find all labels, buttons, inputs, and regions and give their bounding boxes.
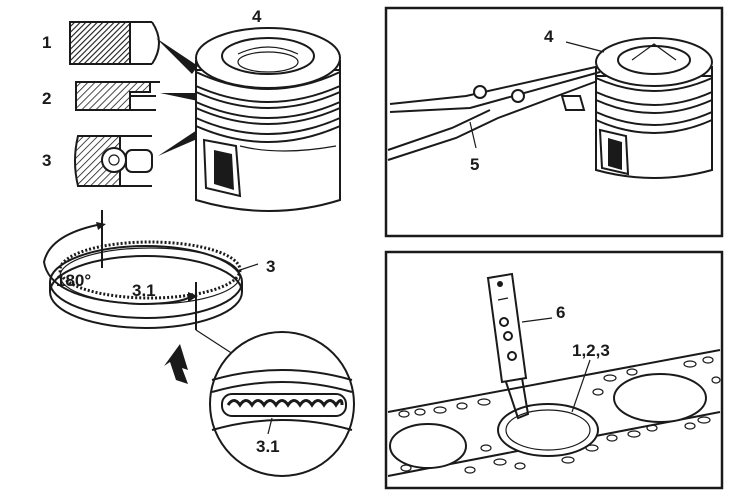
label-angle: 180° (56, 271, 91, 290)
cylinder-block-panel: 6 1,2,3 (384, 250, 724, 490)
label-ring-3-right: 3 (266, 257, 275, 276)
pointer-ring-3 (158, 128, 204, 156)
block-holes (398, 356, 721, 474)
ring-3-section (74, 135, 153, 187)
label-tool-6: 6 (556, 303, 565, 322)
label-ring-3: 3 (42, 151, 51, 170)
pointer-ring-2 (160, 93, 198, 101)
detail-circle (209, 331, 355, 477)
pliers-panel: 4 5 (384, 6, 724, 238)
gap-arrow-icon (164, 344, 188, 384)
label-piston-4: 4 (252, 7, 262, 26)
tool-6 (486, 272, 530, 420)
label-ring-2: 2 (42, 89, 51, 108)
ring-2-section (75, 81, 160, 111)
label-ring-end-3-1: 3.1 (132, 281, 156, 300)
piston (195, 27, 341, 212)
label-cylinders-1-2-3: 1,2,3 (572, 341, 610, 360)
ring-sections-panel: 4 1 2 3 (42, 7, 341, 212)
pointer-ring-1 (156, 38, 198, 74)
label-pliers-5: 5 (470, 155, 479, 174)
ring-gap-panel: 180° 3.1 3 3.1 (42, 210, 355, 477)
label-ring-1: 1 (42, 33, 51, 52)
label-detail-3-1: 3.1 (256, 437, 280, 456)
label-pliers-piston-4: 4 (544, 27, 554, 46)
ring-1-section (69, 21, 160, 65)
